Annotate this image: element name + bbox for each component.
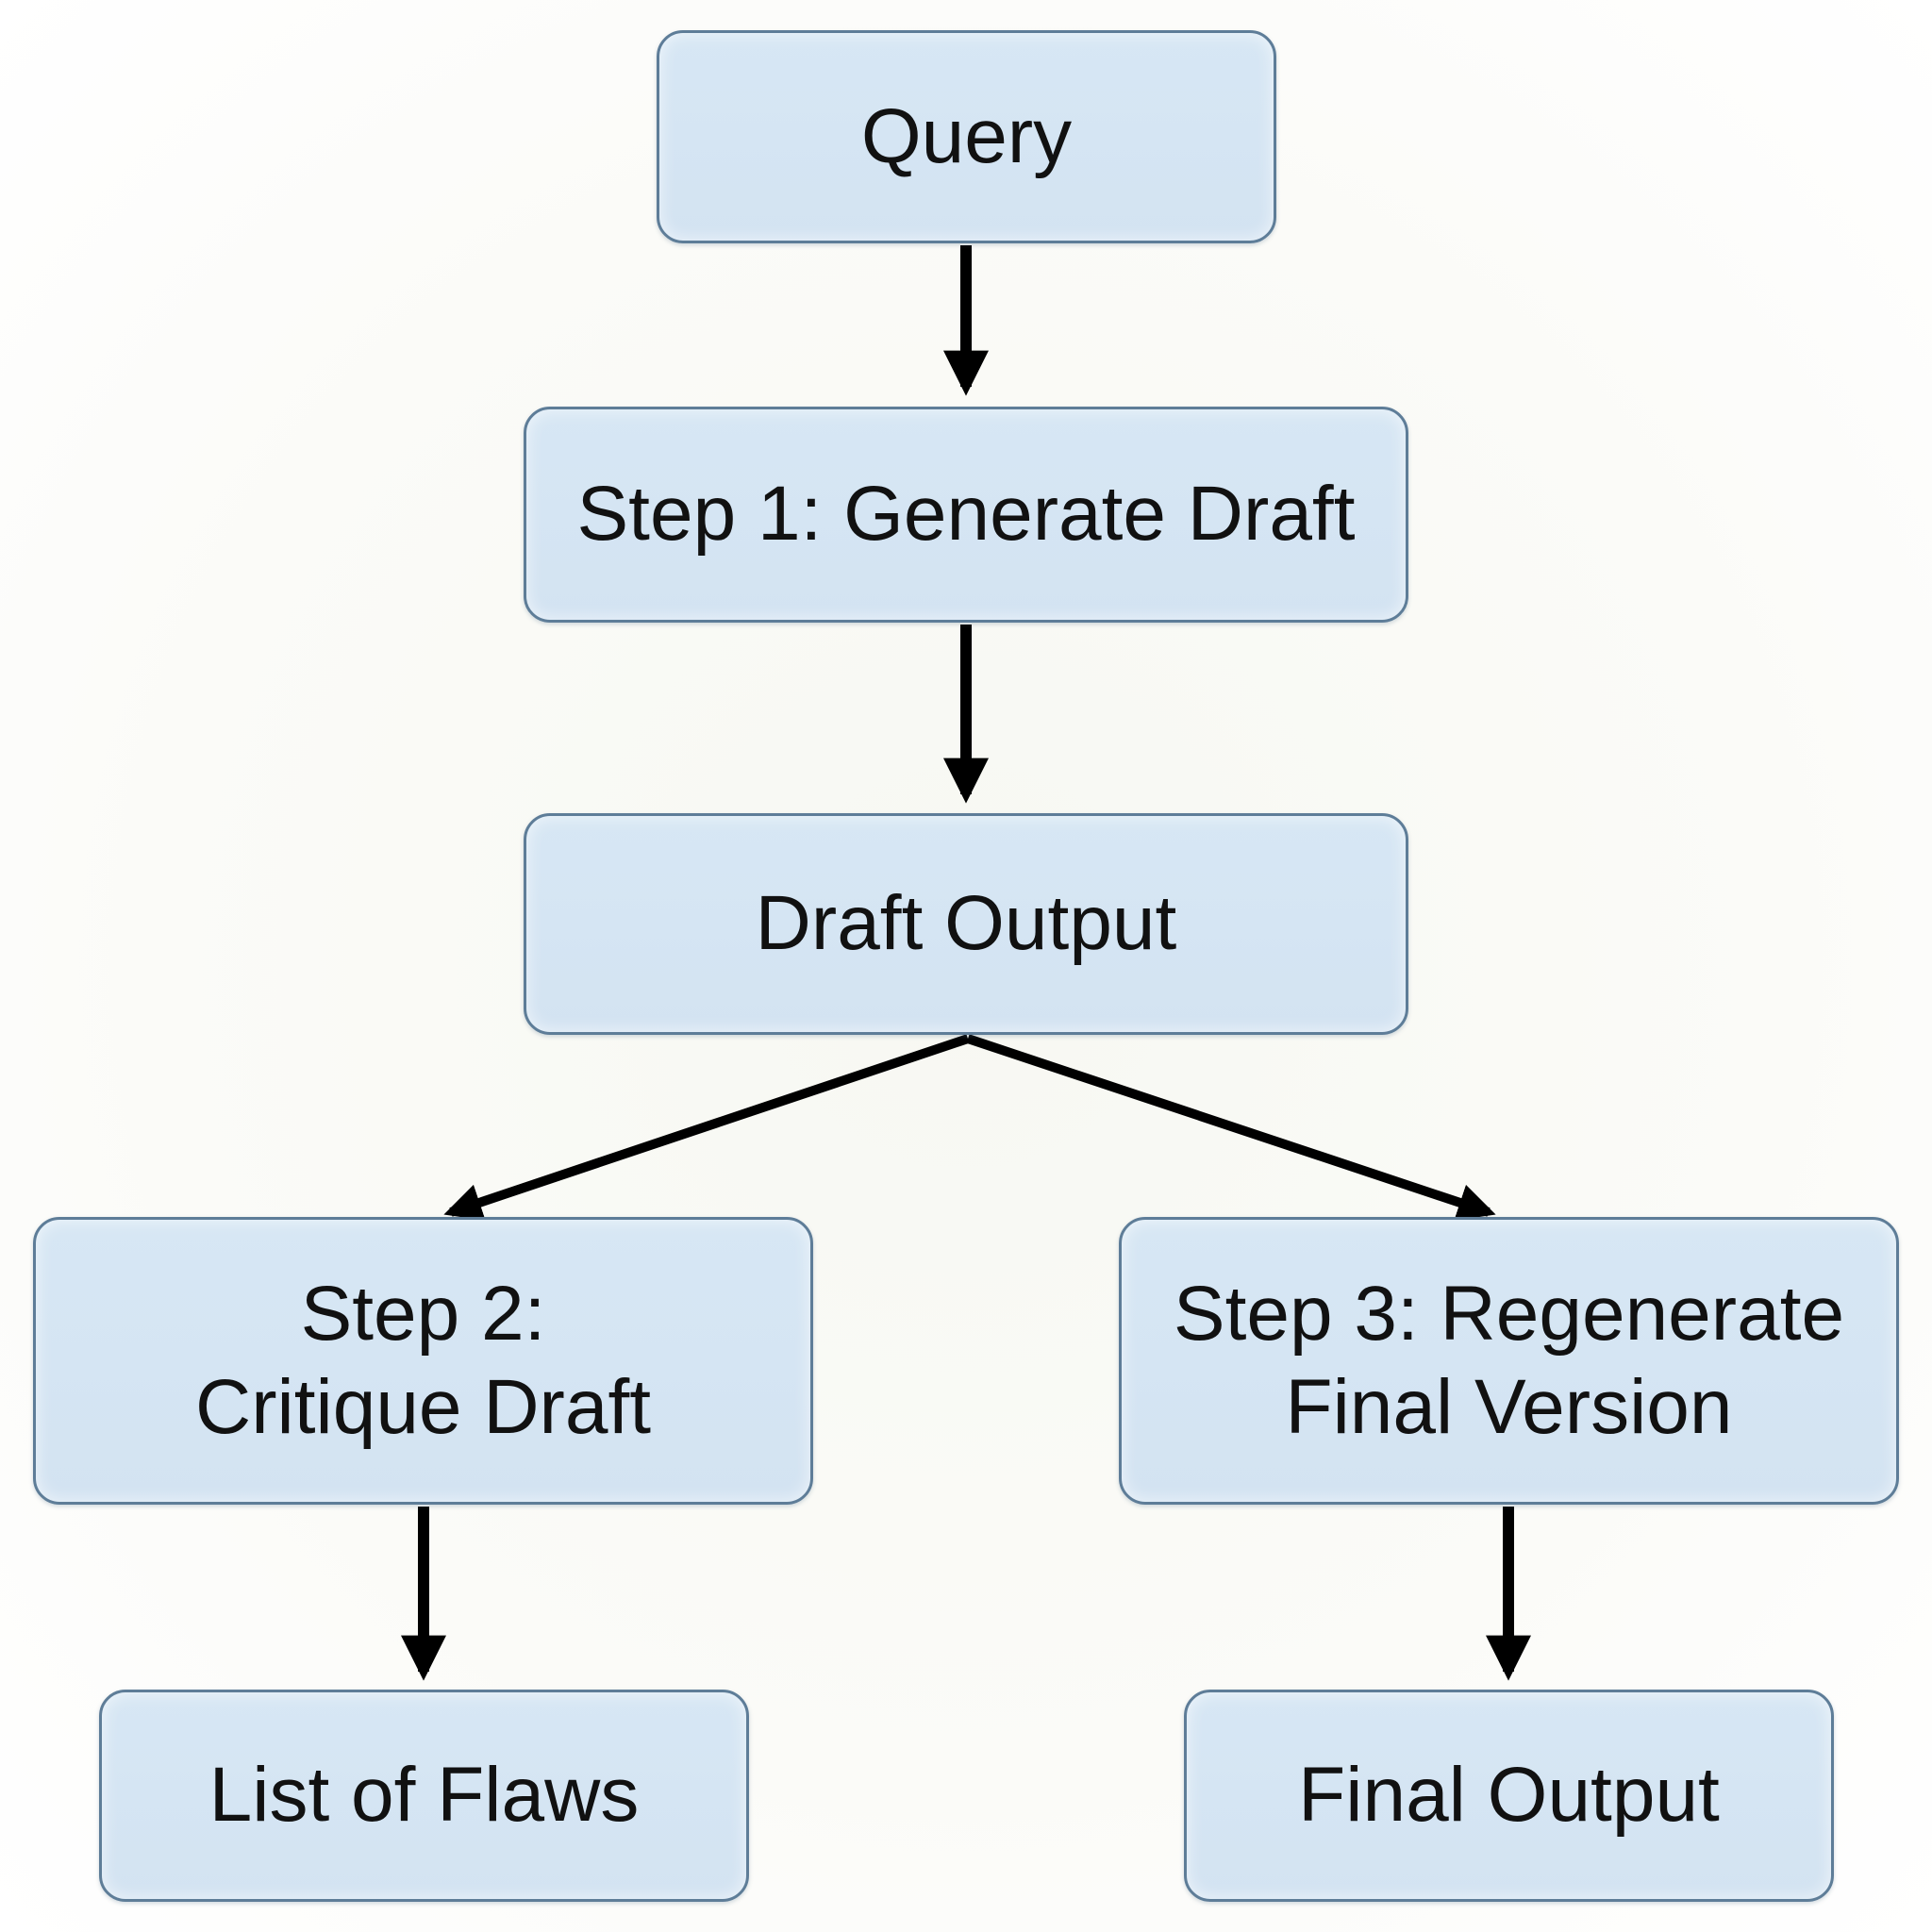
- final-output-label: Final Output: [1298, 1752, 1720, 1839]
- draft-output-label: Draft Output: [755, 880, 1177, 967]
- final-output-node: Final Output: [1184, 1690, 1834, 1902]
- step1-generate-draft-node: Step 1: Generate Draft: [524, 407, 1408, 623]
- step3-regenerate-node: Step 3: Regenerate Final Version: [1119, 1217, 1899, 1505]
- arrow-draft-output-to-step3: [966, 1034, 1496, 1221]
- arrow-draft-output-to-step2: [443, 1034, 970, 1221]
- query-label: Query: [860, 92, 1073, 179]
- list-of-flaws-node: List of Flaws: [99, 1690, 749, 1902]
- list-of-flaws-label: List of Flaws: [208, 1752, 640, 1839]
- step2-label-line1: Step 2:: [300, 1271, 546, 1357]
- step2-label-line2: Critique Draft: [194, 1363, 652, 1450]
- query-node: Query: [657, 30, 1276, 243]
- draft-output-node: Draft Output: [524, 813, 1408, 1035]
- step2-critique-draft-node: Step 2: Critique Draft: [33, 1217, 813, 1505]
- step3-label-line1: Step 3: Regenerate: [1173, 1271, 1845, 1357]
- step1-label: Step 1: Generate Draft: [576, 471, 1356, 558]
- step3-label-line2: Final Version: [1285, 1363, 1733, 1450]
